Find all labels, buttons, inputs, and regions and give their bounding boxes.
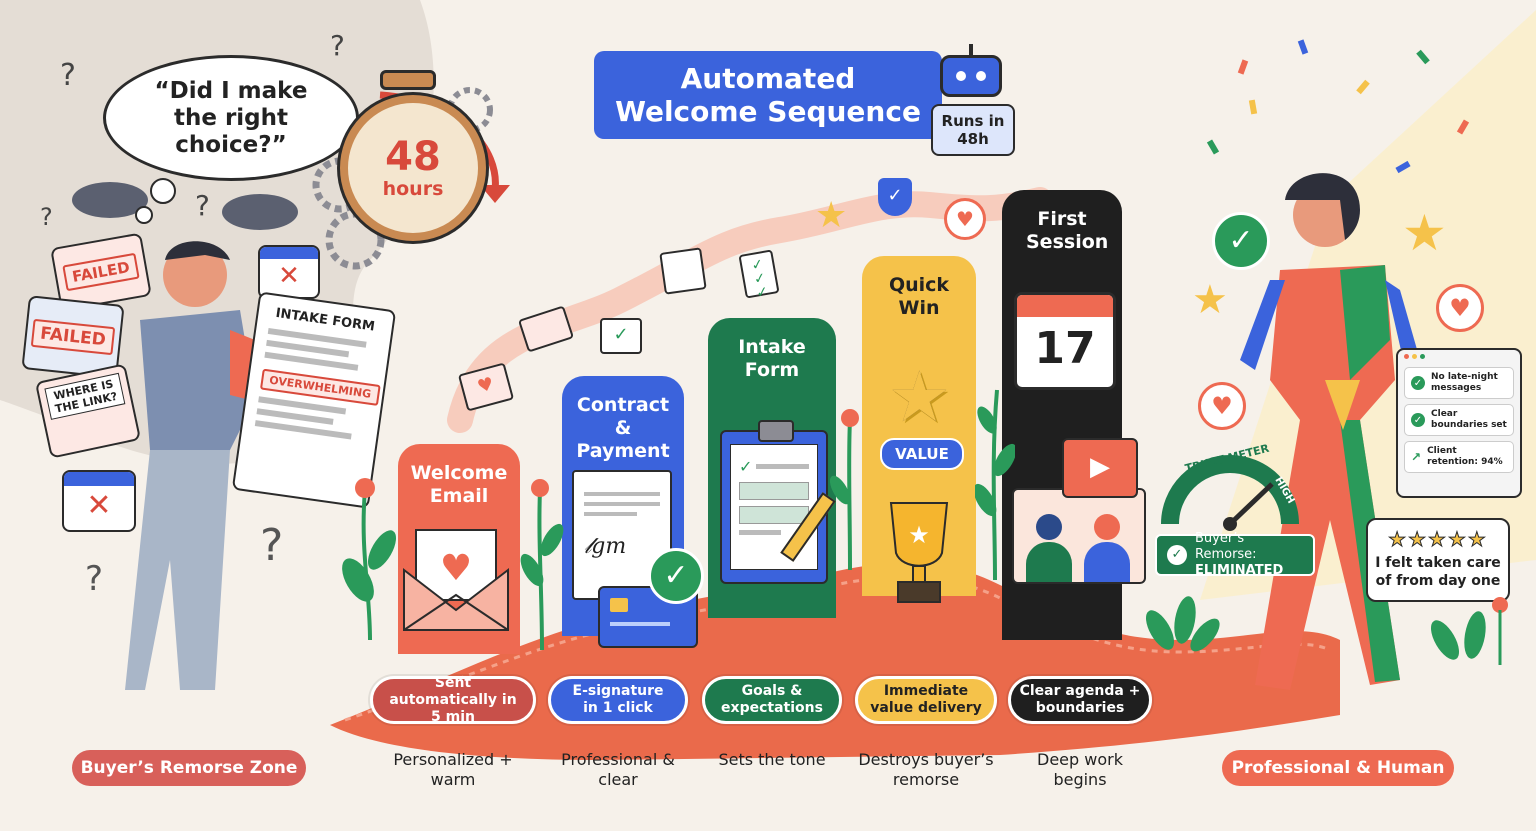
svg-text:★: ★ [908,521,930,549]
calendar-17-icon: 17 [1014,292,1116,390]
checklist-window: ✓ No late-night messages ✓ Clear boundarie… [1396,348,1522,498]
checklist-check-icon: ✓ [1411,413,1425,427]
plant-decoration-4 [975,389,1015,580]
badge-check-icon: ✓ [1167,545,1187,565]
caption-intake: Sets the tone [718,750,826,769]
star-icon-right-2: ★ [1192,277,1228,323]
caption-contract: Professional & clear [561,750,675,789]
checklist-check-icon: ✓ [1411,376,1425,390]
clipboard-icon: ✓ [720,430,828,584]
title-line-2: Welcome Sequence [615,95,921,128]
pill-quick-win: Immediate value delivery [855,676,997,724]
svg-text:?: ? [85,559,103,599]
plant-decoration-2 [520,479,564,650]
checklist-icon: ✓✓✓ [738,249,780,302]
trophy-icon: ★ [876,498,962,610]
stopwatch-icon: 48 hours [340,95,486,241]
stopwatch-crown [380,70,436,90]
step-quick-win-title: Quick Win [888,274,950,319]
video-call-icon [1012,488,1146,584]
timer-number: 48 [385,134,441,180]
where-link-text: WHERE IS THE LINK? [44,372,126,420]
heart-icon-right-2: ♥ [1198,382,1246,430]
thought-bubble: “Did I make the right choice?” [103,55,359,181]
plant-decoration-6 [1431,597,1508,665]
pill-welcome-email: Sent automatically in 5 min [370,674,536,725]
timer-unit: hours [382,178,444,200]
checklist-item-3-text: Client retention: 94% [1427,446,1503,467]
plant-decoration-5 [1146,596,1220,652]
svg-text:?: ? [40,203,53,231]
remorse-label: Buyer’s Remorse: [1195,531,1257,562]
caption-first-session: Deep work begins [1037,750,1123,789]
pill-quick-win-text: Immediate value delivery [870,683,982,716]
calendar-error-icon: ✕ [62,470,136,532]
sequence-title: Automated Welcome Sequence [594,51,942,139]
remorse-eliminated-badge: ✓ Buyer’s Remorse: ELIMINATED [1155,531,1315,578]
calendar-day: 17 [1034,323,1096,374]
svg-text:?: ? [60,58,76,93]
envelope-heart-icon: ♥ [400,520,512,632]
heart-icon: ♥ [944,198,986,240]
robot-antenna [969,44,973,56]
caption-welcome-email: Personalized + warm [393,750,513,789]
runs-line-2: 48h [957,130,989,148]
checklist-item-1-text: No late-night messages [1431,372,1498,393]
value-badge: VALUE [880,438,964,470]
remorse-value: ELIMINATED [1195,563,1284,578]
pill-contract: E-signature in 1 click [548,676,688,724]
thought-dot [150,178,176,204]
checklist-item-3: ↗ Client retention: 94% [1404,441,1514,473]
failed-stamp-2: FAILED [30,318,116,356]
calendar-icon [659,247,707,295]
heart-icon-right: ♥ [1436,284,1484,332]
trend-up-icon: ↗ [1411,449,1422,464]
star-icon: ★ [815,195,848,236]
pill-first-session-text: Clear agenda + boundaries [1019,683,1141,716]
value-star-icon: ★ [888,356,951,438]
robot-icon [940,55,1002,97]
zone-professional-human: Professional & Human [1222,750,1454,786]
pill-first-session: Clear agenda + boundaries [1008,676,1152,724]
play-icon: ▶ [1062,438,1138,498]
checklist-item-1: ✓ No late-night messages [1404,367,1514,399]
plant-decoration-3 [830,409,859,570]
zone-buyers-remorse: Buyer’s Remorse Zone [72,750,306,786]
runs-line-1: Runs in [941,112,1005,130]
step-intake-form-title: Intake Form [738,336,806,381]
thought-dot-small [135,206,153,224]
step-welcome-email-title: Welcome Email [410,462,508,507]
clipboard-clip [758,420,794,442]
step-contract-payment-title: Contract & Payment [576,394,670,462]
runs-badge: Runs in 48h [931,104,1015,156]
pill-intake: Goals & expectations [702,676,842,724]
shield-icon: ✓ [878,178,912,216]
checklist-item-2-text: Clear boundaries set [1431,409,1507,430]
trust-meter-gauge [1160,444,1300,534]
failed-stamp-1: FAILED [62,252,140,292]
svg-text:?: ? [330,29,345,62]
svg-text:?: ? [195,189,210,222]
thought-text: “Did I make the right choice?” [154,77,308,158]
pill-contract-text: E-signature in 1 click [572,683,664,716]
review-card: ★★★★★ I felt taken care of from day one [1366,518,1510,602]
calendar-error-icon-2: ✕ [258,245,320,299]
star-icon-right-1: ★ [1402,204,1447,262]
review-text: I felt taken care of from day one [1375,555,1501,589]
calendar-check-icon: ✓ [600,318,642,354]
pill-intake-text: Goals & expectations [721,683,823,716]
step-first-session-title: First Session [1026,208,1109,253]
success-check-icon: ✓ [1212,212,1270,270]
title-line-1: Automated [680,62,856,95]
plant-decoration-left [342,478,396,640]
check-circle-icon: ✓ [648,548,704,604]
caption-quick-win: Destroys buyer’s remorse [858,750,994,789]
svg-text:?: ? [260,520,283,571]
pill-welcome-email-text: Sent automatically in 5 min [389,674,517,725]
review-stars: ★★★★★ [1388,527,1488,551]
svg-text:♥: ♥ [440,548,472,589]
checklist-item-2: ✓ Clear boundaries set [1404,404,1514,436]
